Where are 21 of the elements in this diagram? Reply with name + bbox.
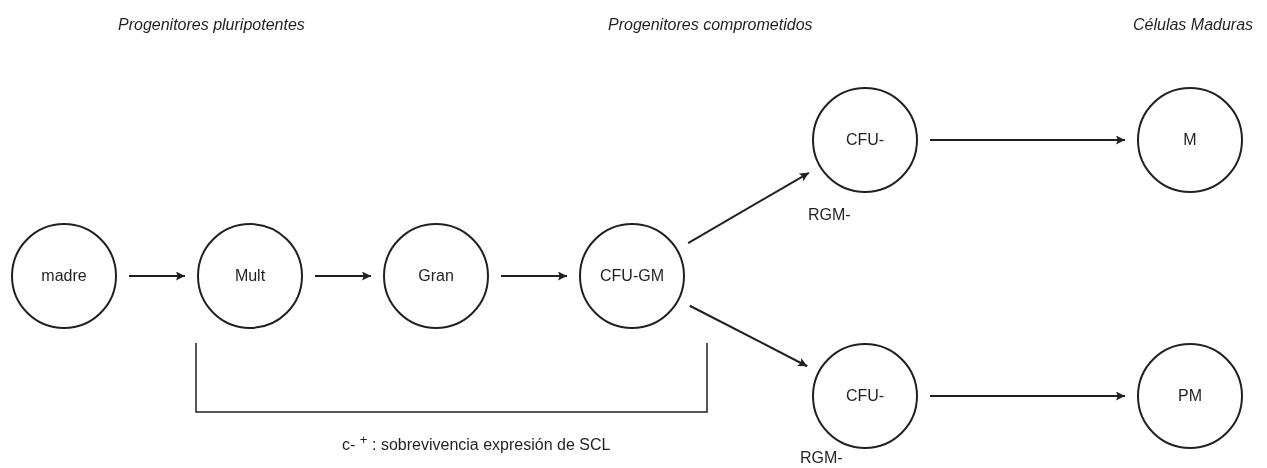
cell-label: Gran: [418, 267, 454, 285]
cell-label: Mult: [234, 267, 266, 285]
cell-sublabel: RGM-: [800, 449, 843, 467]
arrow: [687, 171, 810, 245]
column-heading: Progenitores pluripotentes: [118, 16, 305, 34]
arrow: [500, 271, 568, 281]
cell-label: CFU-GM: [600, 267, 664, 285]
arrow: [929, 135, 1126, 145]
column-heading: Progenitores comprometidos: [608, 16, 813, 34]
column-heading: Células Maduras: [1133, 16, 1254, 34]
arrow: [929, 391, 1126, 401]
cell-label: PM: [1178, 387, 1202, 405]
arrow: [314, 271, 372, 281]
arrow: [128, 271, 186, 281]
cell-label: M: [1183, 131, 1197, 149]
cell-label: CFU-: [845, 387, 885, 405]
arrow: [688, 304, 809, 368]
bracket-caption: c- $^{+}$ : sobrevivencia expresión de SCL: [342, 432, 611, 455]
cell-label: CFU-: [845, 131, 885, 149]
cell-sublabel: RGM-: [808, 206, 851, 224]
cell-label: madre: [41, 267, 87, 285]
